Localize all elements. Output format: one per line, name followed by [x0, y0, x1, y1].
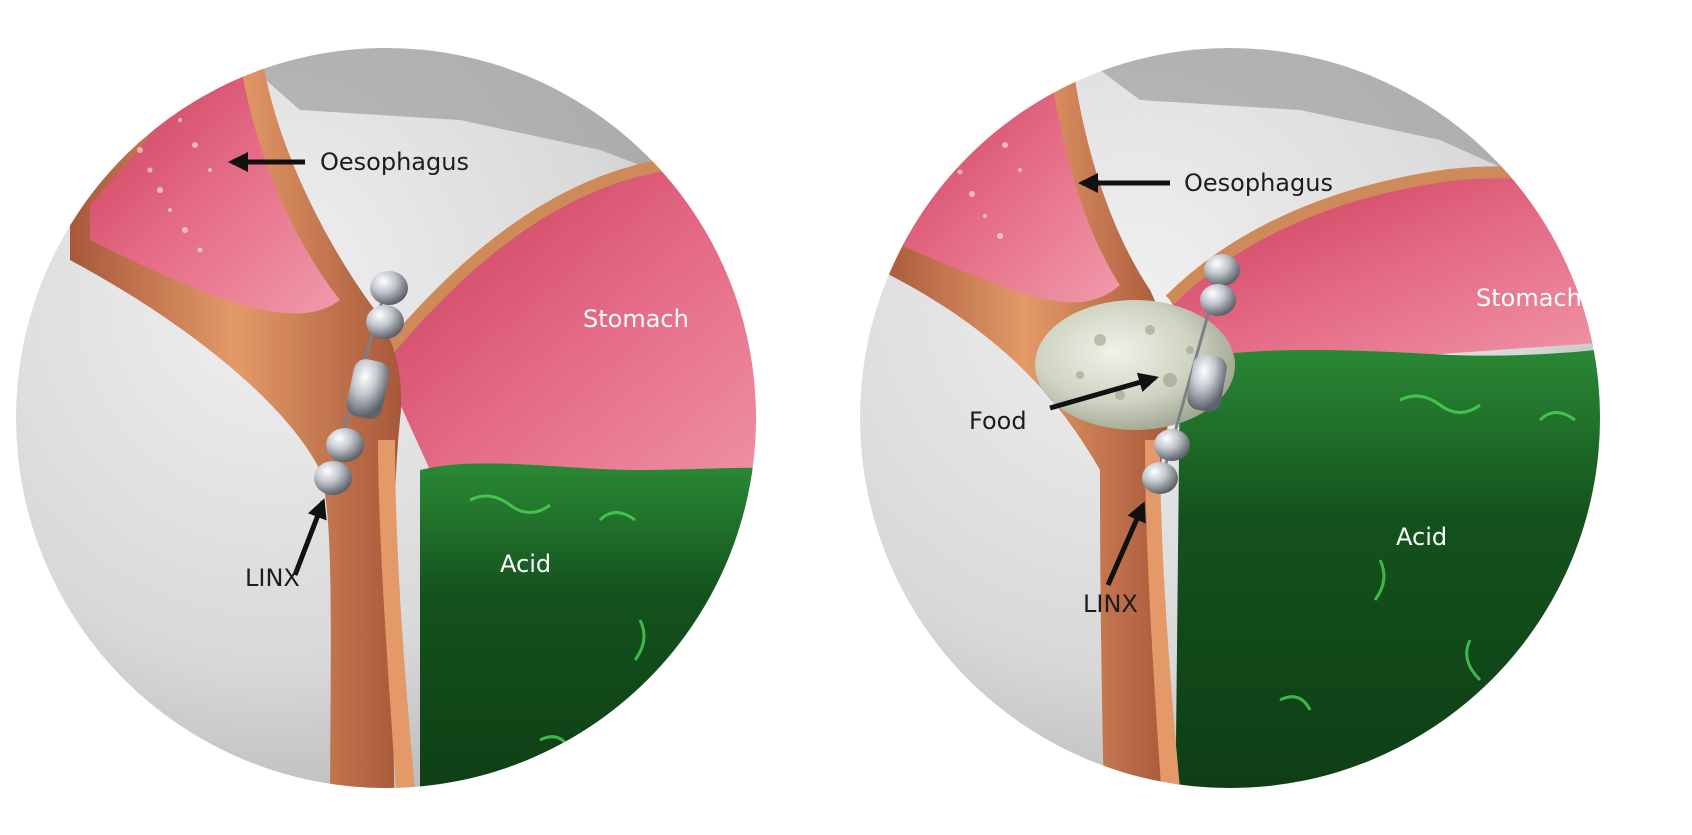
- stomach-label: Stomach: [583, 305, 689, 333]
- linx-bead: [326, 428, 364, 462]
- linx-label: LINX: [245, 564, 300, 592]
- oesophagus-label: Oesophagus: [1184, 169, 1333, 197]
- linx-bead: [1200, 284, 1236, 316]
- acid-pool: [420, 463, 800, 835]
- linx-bead: [366, 305, 404, 339]
- acid-label: Acid: [1396, 523, 1447, 551]
- linx-bead: [1142, 462, 1178, 494]
- linx-label: LINX: [1083, 590, 1138, 618]
- oesophagus-label: Oesophagus: [320, 148, 469, 176]
- stomach-label: Stomach: [1476, 284, 1582, 312]
- linx-bead: [314, 461, 352, 495]
- panel-closed: Oesophagus Stomach Acid LINX: [0, 0, 800, 835]
- linx-bead: [1154, 429, 1190, 461]
- panel-open: Oesophagus Stomach Acid Food LINX: [840, 0, 1692, 835]
- food-label: Food: [969, 407, 1027, 435]
- linx-bead: [370, 271, 408, 305]
- acid-label: Acid: [500, 550, 551, 578]
- linx-bead: [1204, 254, 1240, 286]
